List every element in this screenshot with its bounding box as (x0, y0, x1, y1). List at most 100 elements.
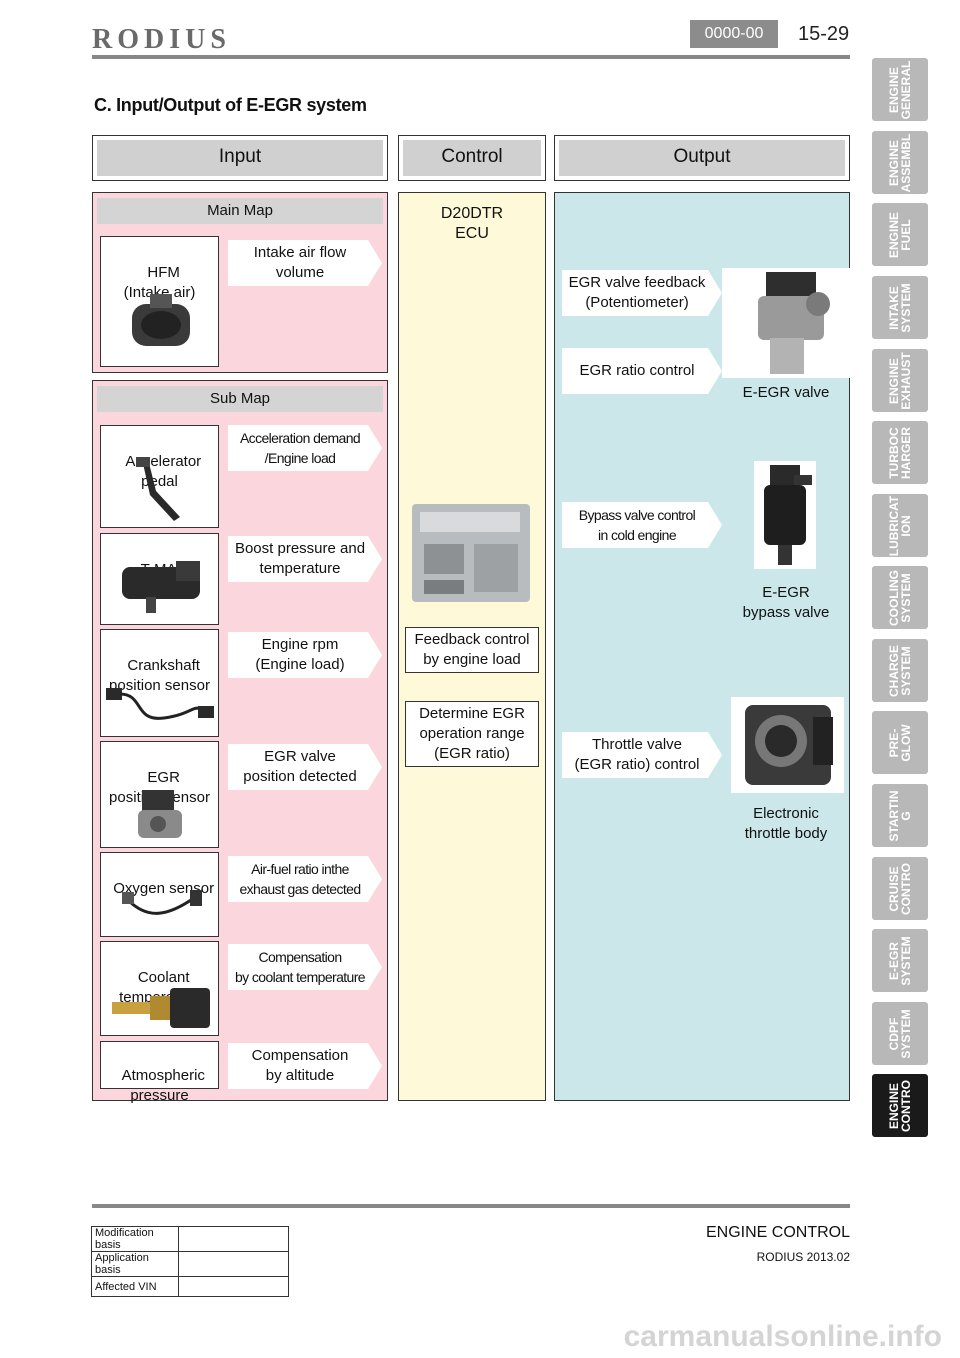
egr-valve-photo-frame (722, 268, 850, 378)
egr-valve-photo (758, 272, 830, 374)
t-map-photo (122, 561, 200, 613)
tab-cruise-control[interactable]: CRUISE CONTRO (872, 857, 928, 920)
application-basis-label: Application basis (91, 1251, 179, 1277)
intake-air-flow-signal: Intake air flow volume (228, 240, 382, 286)
bypass-valve-photo (764, 465, 812, 565)
column-header-control: Control (398, 135, 546, 181)
page-number: 15-29 (798, 23, 850, 45)
feedback-control-box: Feedback control by engine load (405, 627, 539, 673)
tab-intake-system[interactable]: INTAKE SYSTEM (872, 276, 928, 339)
throttle-valve-control-signal: Throttle valve (EGR ratio) control (562, 732, 722, 778)
engine-rpm-signal: Engine rpm (Engine load) (228, 632, 382, 678)
footer-rule (92, 1204, 850, 1208)
modification-table: Modification basis Application basis Aff… (91, 1226, 289, 1297)
table-row: Affected VIN (91, 1276, 289, 1297)
feedback-control-label: Feedback control by engine load (414, 631, 530, 668)
boost-pressure-label: Boost pressure and temperature (234, 540, 366, 577)
bypass-valve-label: E-EGR bypass valve (742, 584, 830, 621)
crankshaft-sensor-photo (106, 688, 214, 720)
column-header-output-label: Output (559, 140, 845, 176)
tab-lubrication-label: LUBRICAT ION (887, 495, 913, 556)
acceleration-demand-label: Acceleration demand /Engine load (239, 430, 361, 466)
atmospheric-pressure-sensor: Atmospheric pressure (100, 1041, 219, 1104)
tab-cooling-system[interactable]: COOLING SYSTEM (872, 566, 928, 629)
boost-pressure-signal: Boost pressure and temperature (228, 536, 382, 582)
tab-turbocharger-label: TURBOC HARGER (887, 426, 913, 479)
bypass-valve-photo-frame (754, 461, 816, 569)
engine-rpm-label: Engine rpm (Engine load) (255, 636, 345, 673)
tab-intake-system-label: INTAKE SYSTEM (887, 282, 913, 333)
brand-logo: RODIUS (92, 24, 231, 55)
column-header-control-label: Control (403, 140, 541, 176)
altitude-compensation-signal: Compensation by altitude (228, 1043, 382, 1089)
tab-engine-general[interactable]: ENGINE GENERAL (872, 58, 928, 121)
egr-ratio-control-signal: EGR ratio control (562, 348, 722, 394)
page-heading: C. Input/Output of E-EGR system (94, 95, 367, 115)
modification-basis-value (178, 1226, 289, 1252)
tab-engine-exhaust-label: ENGINE EXHAUST (887, 351, 913, 410)
ecu-photo (412, 504, 530, 602)
affected-vin-label: Affected VIN (91, 1276, 179, 1297)
watermark: carmanualsonline.info (623, 1320, 942, 1353)
footer-subtitle: RODIUS 2013.02 (756, 1250, 850, 1264)
tab-engine-general-label: ENGINE GENERAL (887, 60, 913, 119)
footer-title: ENGINE CONTROL (705, 1224, 850, 1241)
egr-valve-position-label: EGR valve position detected (243, 748, 357, 785)
main-map-label: Main Map (97, 198, 383, 224)
tab-starting[interactable]: STARTIN G (872, 784, 928, 847)
section-code: 0000-00 (690, 20, 778, 48)
tab-turbocharger[interactable]: TURBOC HARGER (872, 421, 928, 484)
tab-engine-control-label: ENGINE CONTRO (887, 1079, 913, 1132)
bypass-valve-control-label: Bypass valve control in cold engine (578, 507, 696, 543)
acceleration-demand-signal: Acceleration demand /Engine load (228, 425, 382, 471)
coolant-compensation-signal: Compensation by coolant temperature (228, 944, 382, 990)
throttle-body-photo (745, 705, 833, 785)
accelerator-pedal-photo (136, 457, 180, 521)
sub-map-label: Sub Map (97, 386, 383, 412)
air-fuel-ratio-label: Air-fuel ratio inthe exhaust gas detecte… (239, 861, 361, 897)
tab-charge-system-label: CHARGE SYSTEM (887, 644, 913, 697)
tab-e-egr-system[interactable]: E-EGR SYSTEM (872, 929, 928, 992)
intake-air-flow-label: Intake air flow volume (253, 244, 347, 281)
tab-cruise-control-label: CRUISE CONTRO (887, 862, 913, 915)
table-row: Modification basis (91, 1226, 289, 1252)
oxygen-sensor-photo (122, 890, 202, 915)
atmospheric-pressure-label: Atmospheric pressure (121, 1067, 205, 1104)
tab-lubrication[interactable]: LUBRICAT ION (872, 494, 928, 557)
tab-charge-system[interactable]: CHARGE SYSTEM (872, 639, 928, 702)
tab-engine-exhaust[interactable]: ENGINE EXHAUST (872, 349, 928, 412)
tab-engine-fuel-label: ENGINE FUEL (887, 211, 913, 258)
determine-egr-box: Determine EGR operation range (EGR ratio… (405, 701, 539, 767)
altitude-compensation-label: Compensation by altitude (251, 1047, 349, 1084)
throttle-body-label: Electronic throttle body (744, 805, 828, 842)
oxygen-sensor: Oxygen sensor (100, 852, 219, 937)
tab-engine-fuel[interactable]: ENGINE FUEL (872, 203, 928, 266)
tab-engine-control[interactable]: ENGINE CONTRO (872, 1074, 928, 1137)
egr-ratio-control-label: EGR ratio control (579, 362, 695, 379)
column-header-input-label: Input (97, 140, 383, 176)
affected-vin-value (178, 1276, 289, 1297)
tab-engine-assembly[interactable]: ENGINE ASSEMBL (872, 131, 928, 194)
throttle-body-photo-frame (731, 697, 844, 793)
tab-pre-glow[interactable]: PRE- GLOW (872, 711, 928, 774)
tab-e-egr-system-label: E-EGR SYSTEM (887, 935, 913, 986)
air-fuel-ratio-signal: Air-fuel ratio inthe exhaust gas detecte… (228, 856, 382, 902)
column-header-output: Output (554, 135, 850, 181)
coolant-temperature-photo (112, 988, 210, 1028)
egr-position-photo (138, 790, 182, 838)
egr-valve-position-signal: EGR valve position detected (228, 744, 382, 790)
tab-cdpf-system-label: CDPF SYSTEM (887, 1008, 913, 1059)
table-row: Application basis (91, 1251, 289, 1277)
ecu-label: D20DTR ECU (440, 205, 504, 242)
modification-basis-label: Modification basis (91, 1226, 179, 1252)
header-rule (92, 55, 850, 59)
tab-cdpf-system[interactable]: CDPF SYSTEM (872, 1002, 928, 1065)
tab-cooling-system-label: COOLING SYSTEM (887, 569, 913, 626)
tab-engine-assembly-label: ENGINE ASSEMBL (887, 133, 913, 192)
tab-starting-label: STARTIN G (887, 789, 913, 842)
column-header-input: Input (92, 135, 388, 181)
egr-valve-feedback-label: EGR valve feedback (Potentiometer) (568, 274, 706, 311)
application-basis-value (178, 1251, 289, 1277)
coolant-compensation-label: Compensation by coolant temperature (235, 949, 365, 985)
tab-pre-glow-label: PRE- GLOW (887, 723, 913, 762)
